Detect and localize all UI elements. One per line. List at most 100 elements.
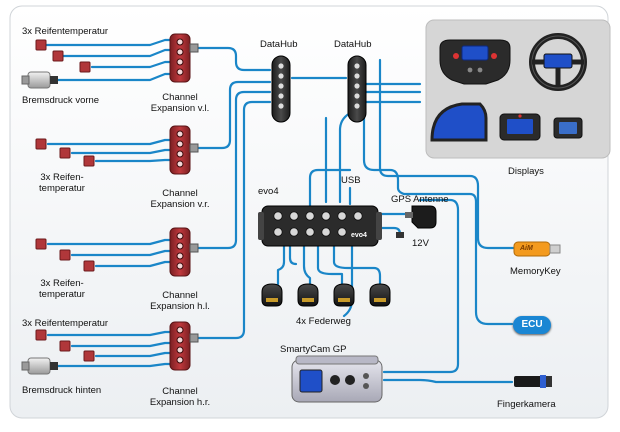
tire-sensor-icon bbox=[83, 155, 95, 167]
label-channel-vr-line1: Channel bbox=[162, 188, 198, 199]
evo4-badge-text: evo4 bbox=[351, 232, 367, 239]
round-steering-wheel-icon bbox=[529, 33, 587, 91]
label-tire-vr: 3x Reifen- temperatur bbox=[22, 172, 102, 194]
cable bbox=[70, 249, 172, 257]
label-channel-vr-line2: Expansion v.r. bbox=[150, 199, 210, 210]
cable bbox=[276, 244, 286, 286]
federweg-sensor-icon bbox=[297, 283, 319, 307]
cable bbox=[70, 341, 172, 348]
brake-pressure-sensor-rear-icon bbox=[21, 357, 58, 375]
label-tire-temp-rear: 3x Reifentemperatur bbox=[22, 318, 109, 329]
tire-sensor-icon bbox=[35, 329, 47, 341]
tire-sensor-icon bbox=[35, 238, 47, 250]
label-federweg: 4x Federweg bbox=[296, 316, 351, 327]
cable bbox=[54, 48, 172, 58]
label-channel-vl-line1: Channel bbox=[162, 92, 198, 103]
label-channel-hl-line1: Channel bbox=[162, 290, 198, 301]
label-brake-front: Bremsdruck vorne bbox=[22, 95, 100, 106]
federweg-sensor-icon bbox=[261, 283, 283, 307]
steering-wheel-display-icon bbox=[439, 39, 511, 85]
label-usb: USB bbox=[341, 175, 361, 186]
cable-layer bbox=[38, 38, 516, 384]
datahub-2-icon bbox=[347, 55, 367, 123]
label-channel-vr: Channel Expansion v.r. bbox=[140, 188, 220, 210]
smartycam-icon bbox=[291, 355, 383, 403]
cable bbox=[46, 238, 172, 246]
federweg-sensors bbox=[261, 283, 391, 307]
cable bbox=[382, 378, 514, 384]
tire-sensor-icon bbox=[79, 61, 91, 73]
cable bbox=[362, 108, 406, 196]
federweg-sensor-icon bbox=[333, 283, 355, 307]
datahub-1-icon bbox=[271, 55, 291, 123]
label-channel-hr: Channel Expansion h.r. bbox=[140, 386, 220, 408]
label-channel-hr-line1: Channel bbox=[162, 386, 198, 397]
tire-sensors-rear bbox=[35, 329, 95, 362]
label-channel-vl-line2: Expansion v.l. bbox=[150, 103, 210, 114]
channel-expansion-vr-icon bbox=[169, 125, 199, 175]
label-tire-hl: 3x Reifen- temperatur bbox=[22, 278, 102, 300]
cable bbox=[382, 198, 460, 374]
cable bbox=[196, 100, 272, 340]
label-smartycam: SmartyCam GP bbox=[280, 344, 347, 355]
channel-expansion-hl-icon bbox=[169, 227, 199, 277]
label-memorykey: MemoryKey bbox=[510, 266, 561, 277]
cable bbox=[94, 260, 172, 268]
label-channel-vl: Channel Expansion v.l. bbox=[140, 92, 220, 114]
memorykey-icon bbox=[513, 241, 561, 257]
cable bbox=[90, 60, 172, 69]
tire-sensor-icon bbox=[35, 138, 47, 150]
cable bbox=[46, 330, 172, 337]
cable bbox=[56, 362, 172, 368]
cable bbox=[196, 80, 272, 150]
evo4-logger-icon bbox=[258, 205, 382, 247]
label-tire-hl-line2: temperatur bbox=[39, 289, 85, 300]
label-fingerkamera: Fingerkamera bbox=[497, 399, 556, 410]
label-12v: 12V bbox=[412, 238, 429, 249]
label-datahub-2: DataHub bbox=[334, 39, 372, 50]
cable bbox=[332, 244, 382, 286]
dash-display-medium-icon bbox=[499, 113, 541, 141]
label-tire-hl-line1: 3x Reifen- bbox=[40, 278, 84, 289]
ecu-badge: ECU bbox=[513, 316, 551, 334]
cable bbox=[402, 192, 514, 326]
gps-antenna-icon bbox=[405, 205, 437, 229]
label-channel-hl-line2: Expansion h.l. bbox=[150, 301, 210, 312]
cable bbox=[38, 38, 172, 47]
label-evo4: evo4 bbox=[258, 186, 279, 197]
finger-camera-icon bbox=[514, 375, 552, 388]
tire-sensor-icon bbox=[59, 147, 71, 159]
tire-sensors-hl bbox=[35, 238, 95, 272]
dash-display-large-icon bbox=[430, 102, 488, 142]
tire-sensor-icon bbox=[35, 39, 47, 51]
tire-sensor-icon bbox=[83, 260, 95, 272]
tire-sensor-icon bbox=[59, 249, 71, 261]
cable bbox=[378, 58, 516, 250]
cable bbox=[70, 148, 172, 155]
label-channel-hr-line2: Expansion h.r. bbox=[149, 397, 211, 408]
label-channel-hl: Channel Expansion h.l. bbox=[140, 290, 220, 312]
label-datahub-1: DataHub bbox=[260, 39, 298, 50]
cable bbox=[196, 46, 272, 72]
tire-sensors-front bbox=[35, 39, 91, 73]
power-12v-plug-icon bbox=[396, 232, 404, 238]
cable bbox=[316, 244, 344, 286]
tire-sensor-icon bbox=[59, 340, 71, 352]
label-gps: GPS Antenne bbox=[391, 194, 449, 205]
cable bbox=[196, 90, 272, 250]
label-displays: Displays bbox=[508, 166, 544, 177]
cable bbox=[56, 72, 172, 82]
label-tire-temp-front: 3x Reifentemperatur bbox=[22, 26, 109, 37]
channel-expansion-hr-icon bbox=[169, 321, 199, 371]
tire-sensor-icon bbox=[83, 350, 95, 362]
label-tire-vr-line2: temperatur bbox=[39, 183, 85, 194]
cable bbox=[94, 158, 172, 163]
cable bbox=[94, 351, 172, 358]
memorykey-logo-text: AiM bbox=[520, 245, 533, 252]
dash-display-small-icon bbox=[553, 117, 583, 139]
tire-sensors-vr bbox=[35, 138, 95, 167]
tire-sensor-icon bbox=[52, 50, 64, 62]
channel-expansion-vl-icon bbox=[169, 33, 199, 83]
